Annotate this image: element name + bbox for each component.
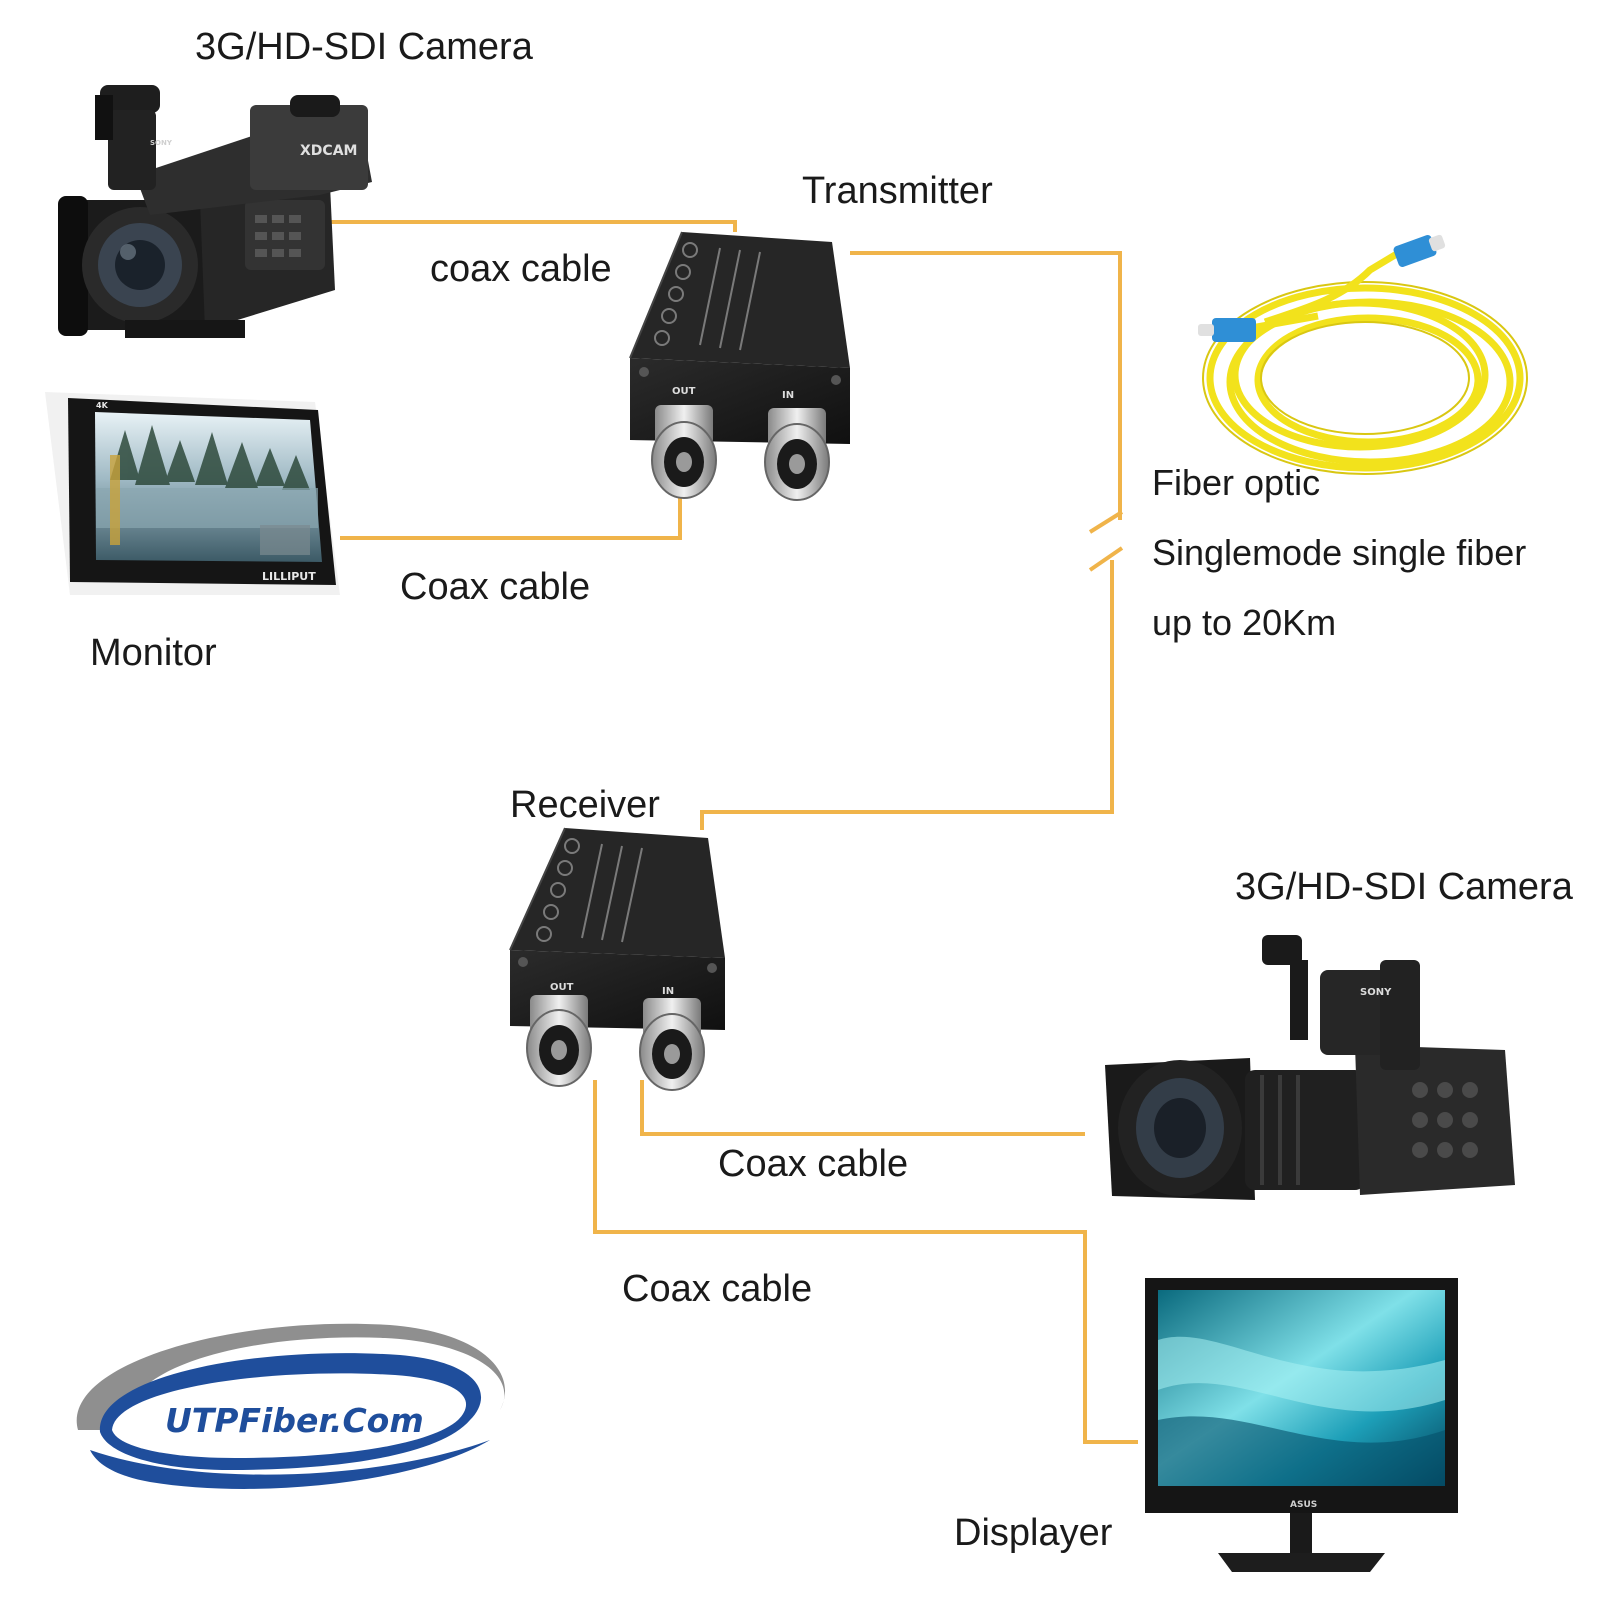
receiver-out-label: OUT: [550, 982, 574, 993]
receiver-in-label: IN: [662, 986, 674, 997]
receiver-converter-icon: OUT IN: [509, 827, 725, 1091]
coax-camera-top-to-transmitter: [330, 220, 737, 232]
monitor-icon: LILLIPUT 4K: [45, 392, 340, 595]
camera-top-label: 3G/HD-SDI Camera: [195, 26, 533, 68]
lc-connector-top-icon: [1393, 234, 1446, 268]
fiber-distance-label: up to 20Km: [1152, 602, 1337, 643]
transmitter-converter-icon: OUT IN: [629, 231, 850, 501]
logo-text: UTPFiber.Com: [165, 1401, 424, 1440]
fiber-cable-icon: [1198, 234, 1528, 475]
fiber-break-mark-bottom: [1088, 546, 1124, 572]
coax-receiver-to-displayer: [593, 1080, 1138, 1444]
monitor-brand-text: LILLIPUT: [262, 570, 316, 583]
receiver-label: Receiver: [510, 784, 660, 826]
camera-top-model-text: XDCAM: [300, 143, 357, 159]
monitor-badge-text: 4K: [96, 401, 109, 410]
fiber-link-transmitter-top: [850, 251, 1122, 520]
monitor-label: Monitor: [90, 632, 217, 674]
fiber-link-receiver-bottom: [700, 560, 1114, 830]
display-icon: ASUS: [1145, 1278, 1458, 1572]
utpfiber-logo: UTPFiber.Com: [76, 1323, 506, 1489]
bnc-connector-icon: [526, 995, 592, 1087]
bnc-connector-icon: [639, 998, 705, 1091]
transmitter-label: Transmitter: [802, 170, 993, 212]
bnc-connector-icon: [651, 405, 717, 499]
camera-top-brand-text: SONY: [150, 139, 173, 147]
fiber-optic-label: Fiber optic: [1152, 462, 1321, 503]
display-brand-text: ASUS: [1290, 1500, 1317, 1510]
camera-bottom-label: 3G/HD-SDI Camera: [1235, 866, 1573, 908]
camera-bottom-brand-text: SONY: [1360, 987, 1392, 998]
displayer-label: Displayer: [954, 1512, 1113, 1554]
coax-camera-top-label: coax cable: [430, 248, 612, 290]
lc-connector-left-icon: [1198, 318, 1256, 342]
fiber-mode-label: Singlemode single fiber: [1152, 532, 1527, 573]
camcorder-icon: XDCAM SONY: [58, 85, 372, 338]
coax-camera-bottom-label: Coax cable: [718, 1143, 909, 1185]
coax-transmitter-to-monitor: [340, 498, 682, 540]
coax-monitor-label: Coax cable: [400, 566, 591, 608]
coax-displayer-label: Coax cable: [622, 1268, 813, 1310]
transmitter-in-label: IN: [782, 390, 794, 401]
cables: [330, 220, 1138, 1444]
camcorder-icon: SONY: [1105, 935, 1515, 1200]
transmitter-out-label: OUT: [672, 386, 696, 397]
fiber-break-mark-top: [1088, 510, 1124, 534]
bnc-connector-icon: [764, 408, 830, 501]
coax-receiver-to-camera-bottom: [640, 1080, 1085, 1136]
